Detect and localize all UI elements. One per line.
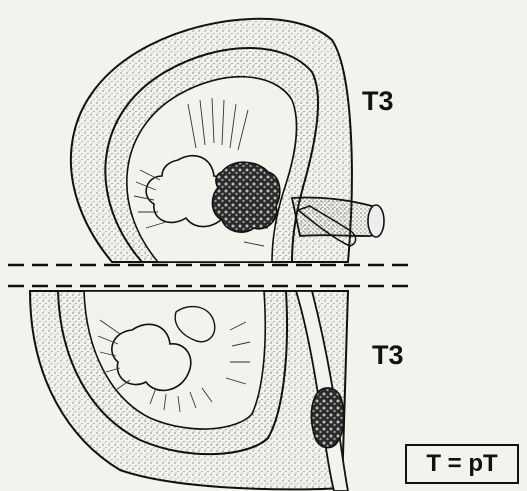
legend-text: T = pT (426, 450, 497, 478)
vessel-end (368, 205, 384, 237)
tumor-mass-icon-lower (311, 388, 344, 448)
tumor-mass-icon (212, 162, 279, 232)
kidney-lower-half (30, 291, 348, 491)
section-cut-lines (8, 265, 412, 286)
stage-label-upper: T3 (362, 86, 394, 117)
stage-label-lower: T3 (372, 340, 404, 371)
legend-box: T = pT (405, 444, 519, 484)
